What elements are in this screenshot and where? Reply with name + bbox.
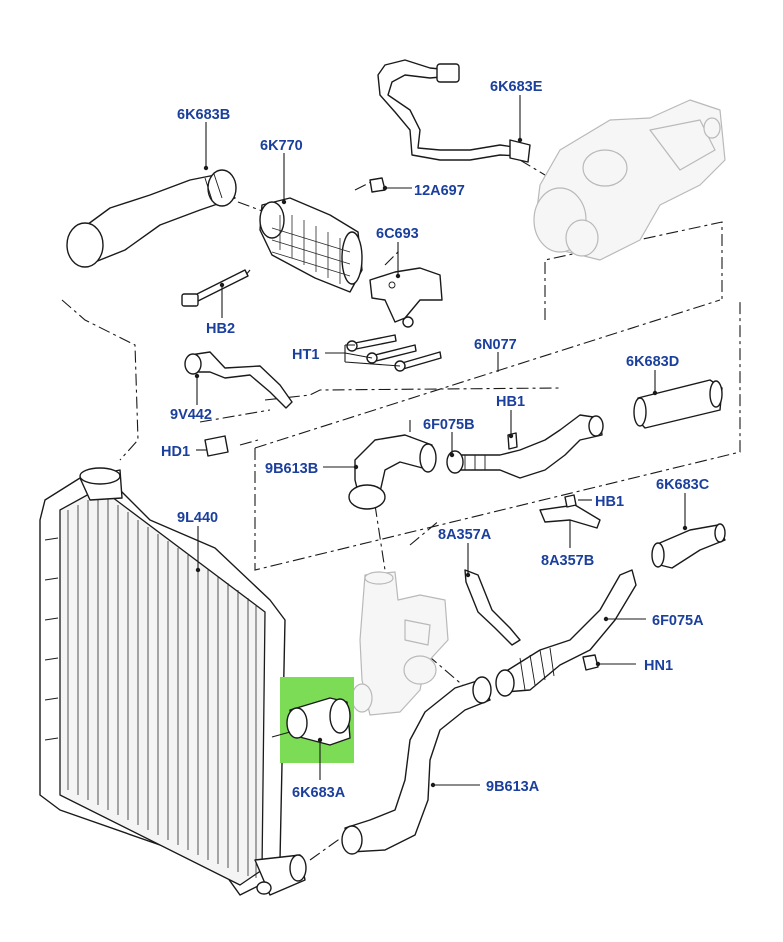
leader-lines: [194, 95, 688, 788]
duct-6K770: [259, 197, 363, 293]
part-labels: 6K683B 6K770 6K683E 12A697 6C693 HB2 HT1…: [161, 79, 710, 801]
label-8A357A[interactable]: 8A357A: [438, 527, 492, 543]
label-6K683C[interactable]: 6K683C: [656, 477, 710, 493]
hose-6K683C: [651, 523, 726, 569]
label-6C693[interactable]: 6C693: [376, 226, 419, 242]
throttle-body-ghost: [351, 571, 449, 716]
label-HB2[interactable]: HB2: [206, 321, 235, 337]
bolts-HT1: [346, 334, 442, 372]
label-HD1[interactable]: HD1: [161, 444, 190, 460]
nut-HN1: [582, 654, 599, 671]
label-9B613B[interactable]: 9B613B: [265, 461, 318, 477]
label-6N077[interactable]: 6N077: [474, 337, 517, 353]
label-HN1[interactable]: HN1: [644, 658, 673, 674]
hose-9V442: [184, 351, 293, 409]
label-9V442[interactable]: 9V442: [170, 407, 212, 423]
label-12A697[interactable]: 12A697: [414, 183, 465, 199]
turbocharger-ghost: [533, 99, 726, 261]
label-6K683A[interactable]: 6K683A: [292, 785, 346, 801]
label-6K770[interactable]: 6K770: [260, 138, 303, 154]
pipe-6K683E: [377, 59, 531, 163]
label-HT1[interactable]: HT1: [292, 347, 319, 363]
bracket-6C693: [369, 267, 443, 328]
hose-6K683B: [66, 169, 237, 268]
label-HB1-top[interactable]: HB1: [496, 394, 525, 410]
hose-6K683A-highlighted[interactable]: [271, 677, 354, 763]
label-6F075A[interactable]: 6F075A: [652, 613, 704, 629]
label-HB1-right[interactable]: HB1: [595, 494, 624, 510]
label-6K683B[interactable]: 6K683B: [177, 107, 230, 123]
bolt-HB2: [181, 269, 249, 307]
label-9L440[interactable]: 9L440: [177, 510, 218, 526]
label-6K683E[interactable]: 6K683E: [490, 79, 543, 95]
label-8A357B[interactable]: 8A357B: [541, 553, 594, 569]
sensor-12A697: [369, 177, 386, 193]
pipe-6F075A: [495, 569, 637, 697]
intercooler-9L440: [39, 467, 307, 896]
label-6K683D[interactable]: 6K683D: [626, 354, 679, 370]
bracket-8A357A: [464, 569, 521, 646]
label-6F075B[interactable]: 6F075B: [423, 417, 475, 433]
label-9B613A[interactable]: 9B613A: [486, 779, 540, 795]
hose-9B613A: [341, 676, 492, 855]
tube-6K683D: [633, 379, 723, 429]
clip-HD1: [204, 435, 229, 457]
bracket-8A357B: [539, 494, 601, 529]
hose-9B613B: [348, 434, 437, 510]
